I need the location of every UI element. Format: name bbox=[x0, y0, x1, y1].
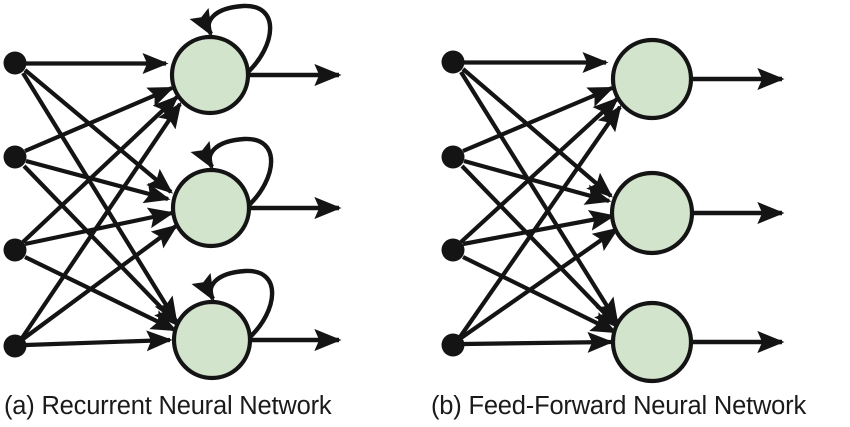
self-loop-1 bbox=[189, 3, 273, 75]
input-node-3[interactable] bbox=[3, 238, 27, 262]
connection-in4-h3 bbox=[463, 331, 614, 353]
connection-in4-h2 bbox=[459, 227, 620, 340]
connection-in2-h1 bbox=[462, 86, 615, 153]
hidden-node-1[interactable] bbox=[169, 34, 251, 116]
panel-a-hidden-nodes bbox=[169, 34, 253, 381]
panel-a-connections bbox=[20, 53, 182, 352]
panel-a-input-nodes bbox=[3, 51, 27, 358]
connection-in2-h3 bbox=[22, 164, 180, 327]
connection-in4-h1 bbox=[458, 104, 622, 339]
connection-in3-h3 bbox=[24, 255, 178, 332]
panel-b-input-nodes bbox=[441, 50, 465, 357]
panel-b-feedforward-network bbox=[441, 37, 785, 384]
hidden-node-2[interactable] bbox=[609, 170, 695, 256]
input-node-4[interactable] bbox=[441, 333, 465, 357]
input-node-1[interactable] bbox=[3, 51, 27, 75]
connection-in4-h3 bbox=[25, 330, 173, 352]
hidden-node-3[interactable] bbox=[171, 299, 253, 381]
self-loop-3 bbox=[191, 268, 275, 340]
hidden-node-1[interactable] bbox=[610, 37, 694, 121]
hidden-node-2[interactable] bbox=[170, 167, 252, 249]
connection-in3-h1 bbox=[21, 95, 179, 244]
connection-in4-h2 bbox=[21, 224, 179, 341]
input-node-4[interactable] bbox=[3, 334, 27, 358]
connection-in3-h2 bbox=[462, 209, 616, 247]
input-node-2[interactable] bbox=[3, 145, 27, 169]
connection-in2-h1 bbox=[24, 86, 175, 153]
connection-in2-h3 bbox=[460, 164, 620, 329]
panel-a-self-loops bbox=[189, 3, 275, 340]
connection-in4-h1 bbox=[20, 101, 182, 340]
connection-in3-h3 bbox=[462, 255, 618, 334]
hidden-node-3[interactable] bbox=[610, 300, 694, 384]
panel-b-hidden-nodes bbox=[609, 37, 695, 384]
connection-in1-h2 bbox=[23, 68, 173, 194]
connection-in2-h2 bbox=[463, 158, 612, 205]
connection-in1-h3 bbox=[21, 71, 178, 324]
panel-b-caption: (b) Feed-Forward Neural Network bbox=[431, 392, 806, 420]
input-node-2[interactable] bbox=[441, 145, 465, 169]
input-node-1[interactable] bbox=[441, 50, 465, 74]
connection-in2-h2 bbox=[25, 158, 171, 204]
panel-b-connections bbox=[458, 52, 622, 353]
panel-a-caption: (a) Recurrent Neural Network bbox=[4, 392, 332, 420]
self-loop-2 bbox=[190, 136, 274, 208]
connection-in3-h2 bbox=[24, 207, 175, 247]
panel-a-recurrent-network bbox=[3, 3, 342, 381]
input-node-3[interactable] bbox=[441, 238, 465, 262]
connection-in1-h2 bbox=[461, 67, 613, 198]
connection-in1-h3 bbox=[459, 70, 619, 325]
connection-in3-h1 bbox=[459, 97, 619, 244]
